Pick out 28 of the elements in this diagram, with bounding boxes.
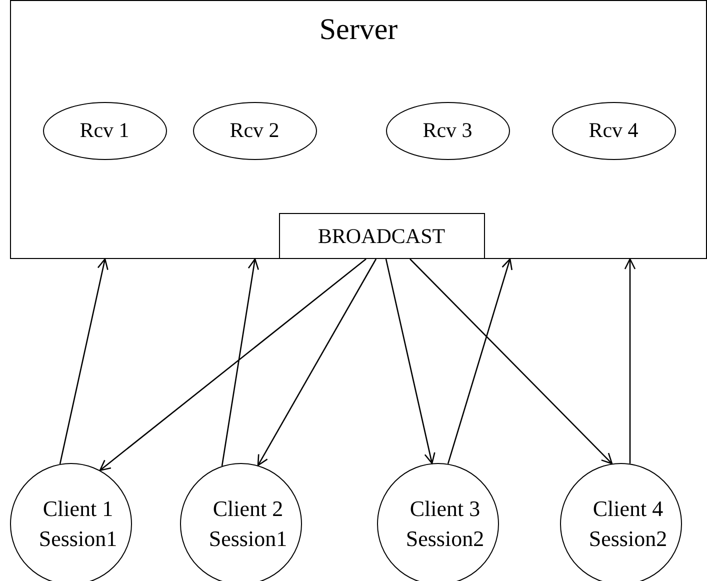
arrow: [99, 258, 366, 471]
server-box: [10, 0, 707, 259]
node-label: BROADCAST: [316, 222, 446, 250]
arrow: [385, 258, 436, 464]
node-label: Client 1: [42, 495, 114, 523]
circle-node: [560, 463, 682, 581]
node-label: Client 4: [592, 495, 664, 523]
node-sublabel: Session2: [588, 525, 668, 553]
circle-node: [10, 463, 132, 581]
arrow: [410, 258, 613, 464]
node-label: Rcv 2: [230, 118, 280, 143]
broadcast-box: [278, 212, 484, 258]
node-sublabel: Session1: [38, 525, 118, 553]
arrow: [221, 258, 260, 466]
circle-node: [180, 463, 302, 581]
node-label: Rcv 4: [588, 118, 638, 143]
node-label: Rcv 3: [422, 118, 472, 143]
node-sublabel: Session1: [208, 525, 288, 553]
arrow: [59, 258, 108, 464]
node-sublabel: Session2: [406, 525, 484, 553]
arrow: [624, 258, 636, 464]
arrow: [447, 258, 513, 464]
arrow: [257, 258, 377, 466]
node-label: Rcv 1: [80, 118, 130, 143]
node-label: Client 3: [410, 495, 480, 523]
circle-node: [377, 463, 499, 581]
box-title: Server: [318, 13, 399, 47]
node-label: Client 2: [212, 495, 284, 523]
